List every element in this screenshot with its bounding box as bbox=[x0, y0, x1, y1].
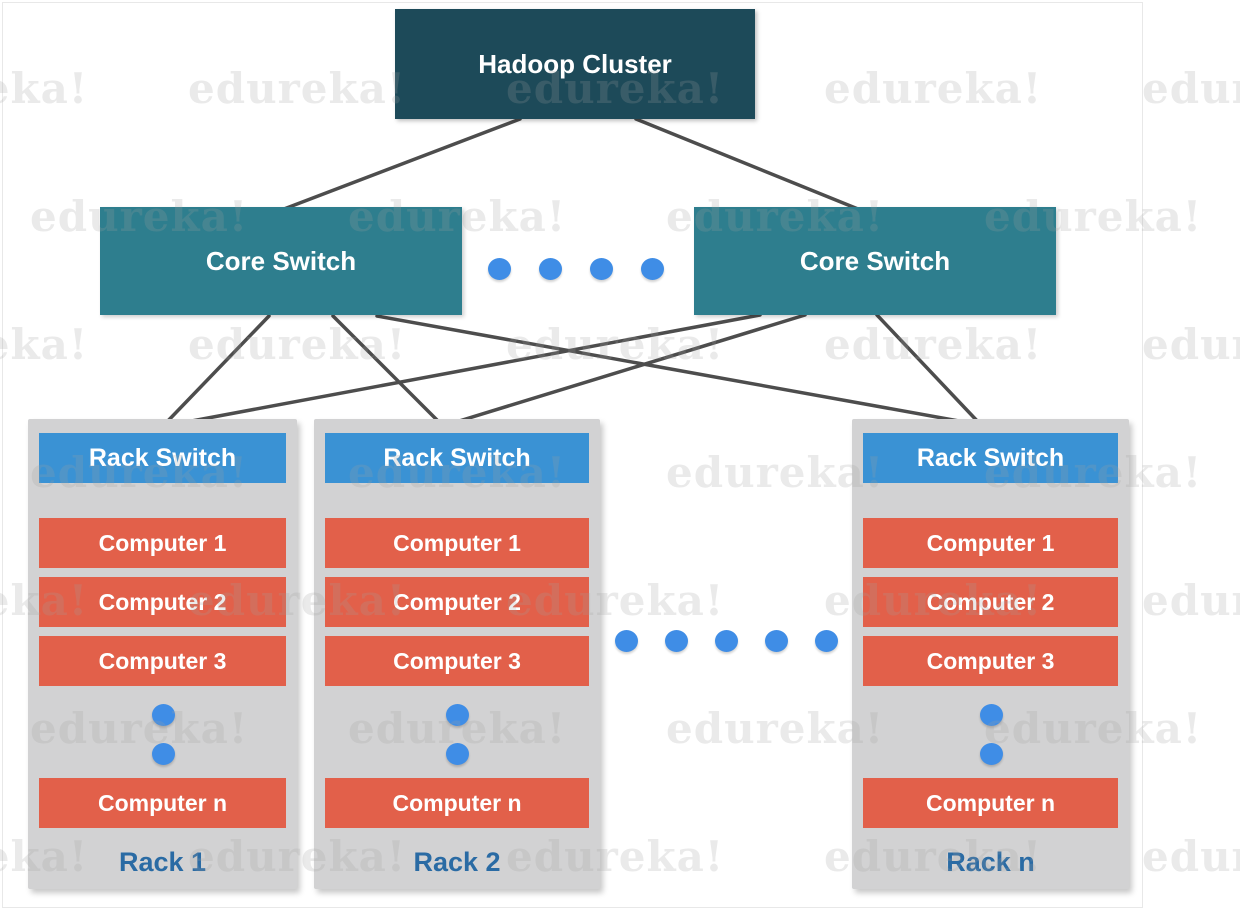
connector-line bbox=[634, 117, 860, 211]
rack-n-computer-n: Computer n bbox=[863, 778, 1118, 828]
ellipsis-computers-icon bbox=[151, 704, 175, 765]
rack-n-computer-3: Computer 3 bbox=[863, 636, 1118, 686]
rack-1: Rack Switch Computer 1 Computer 2 Comput… bbox=[28, 419, 297, 889]
computer-label: Computer n bbox=[97, 789, 228, 816]
connector-line bbox=[282, 117, 522, 211]
rack-n: Rack Switch Computer 1 Computer 2 Comput… bbox=[852, 419, 1129, 889]
dot-icon bbox=[151, 704, 175, 726]
rack-switch-label: Rack Switch bbox=[916, 443, 1065, 472]
ellipsis-core-switches-icon bbox=[488, 258, 664, 280]
ellipsis-computers-icon bbox=[446, 704, 469, 765]
dot-icon bbox=[979, 704, 1003, 726]
connector-line bbox=[161, 314, 271, 428]
dot-icon bbox=[446, 704, 469, 726]
computer-label: Computer 2 bbox=[98, 588, 227, 615]
ellipsis-computers-icon bbox=[979, 704, 1003, 765]
dot-icon bbox=[815, 630, 838, 652]
node-core-switch-1-label: Core Switch bbox=[205, 245, 357, 276]
rack-n-computer-1: Computer 1 bbox=[863, 518, 1118, 568]
computer-label: Computer 1 bbox=[926, 529, 1055, 556]
node-core-switch-2: Core Switch bbox=[694, 207, 1056, 315]
node-hadoop-cluster: Hadoop Cluster bbox=[395, 9, 755, 119]
ellipsis-racks-icon bbox=[615, 630, 838, 652]
computer-label: Computer n bbox=[392, 789, 522, 816]
rack-2-computer-1: Computer 1 bbox=[325, 518, 589, 568]
computer-label: Computer 2 bbox=[926, 588, 1055, 615]
dot-icon bbox=[539, 258, 562, 280]
rack-n-label: Rack n bbox=[946, 847, 1035, 877]
dot-icon bbox=[715, 630, 738, 652]
rack-2-computer-n: Computer n bbox=[325, 778, 589, 828]
rack-2-computer-2: Computer 2 bbox=[325, 577, 589, 627]
rack-switch-label: Rack Switch bbox=[383, 443, 531, 472]
dot-icon bbox=[641, 258, 664, 280]
connector-line bbox=[331, 314, 445, 428]
rack-1-label: Rack 1 bbox=[118, 847, 207, 877]
node-core-switch-2-label: Core Switch bbox=[799, 245, 951, 276]
node-hadoop-cluster-label: Hadoop Cluster bbox=[478, 48, 672, 79]
rack-n-computer-2: Computer 2 bbox=[863, 577, 1118, 627]
computer-label: Computer 3 bbox=[393, 647, 521, 674]
rack-2-computer-3: Computer 3 bbox=[325, 636, 589, 686]
dot-icon bbox=[446, 743, 469, 765]
computer-label: Computer n bbox=[925, 789, 1056, 816]
dot-icon bbox=[665, 630, 688, 652]
connector-line bbox=[441, 313, 807, 428]
rack-switch-label: Rack Switch bbox=[88, 443, 237, 472]
computer-label: Computer 1 bbox=[393, 529, 521, 556]
rack-2-label: Rack 2 bbox=[413, 847, 501, 877]
rack-1-computer-3: Computer 3 bbox=[39, 636, 286, 686]
dot-icon bbox=[979, 743, 1003, 765]
rack-1-switch: Rack Switch bbox=[39, 433, 286, 483]
dot-icon bbox=[615, 630, 638, 652]
connector-line bbox=[163, 313, 762, 428]
rack-2: Rack Switch Computer 1 Computer 2 Comput… bbox=[314, 419, 600, 889]
dot-icon bbox=[590, 258, 613, 280]
computer-label: Computer 3 bbox=[98, 647, 227, 674]
connector-line bbox=[375, 314, 983, 427]
rack-n-switch: Rack Switch bbox=[863, 433, 1118, 483]
dot-icon bbox=[488, 258, 511, 280]
computer-label: Computer 3 bbox=[926, 647, 1055, 674]
computer-label: Computer 2 bbox=[393, 588, 521, 615]
connector-line bbox=[875, 313, 983, 427]
rack-2-switch: Rack Switch bbox=[325, 433, 589, 483]
rack-1-computer-1: Computer 1 bbox=[39, 518, 286, 568]
dot-icon bbox=[765, 630, 788, 652]
rack-1-computer-n: Computer n bbox=[39, 778, 286, 828]
node-core-switch-1: Core Switch bbox=[100, 207, 462, 315]
dot-icon bbox=[151, 743, 175, 765]
computer-label: Computer 1 bbox=[98, 529, 227, 556]
rack-1-computer-2: Computer 2 bbox=[39, 577, 286, 627]
